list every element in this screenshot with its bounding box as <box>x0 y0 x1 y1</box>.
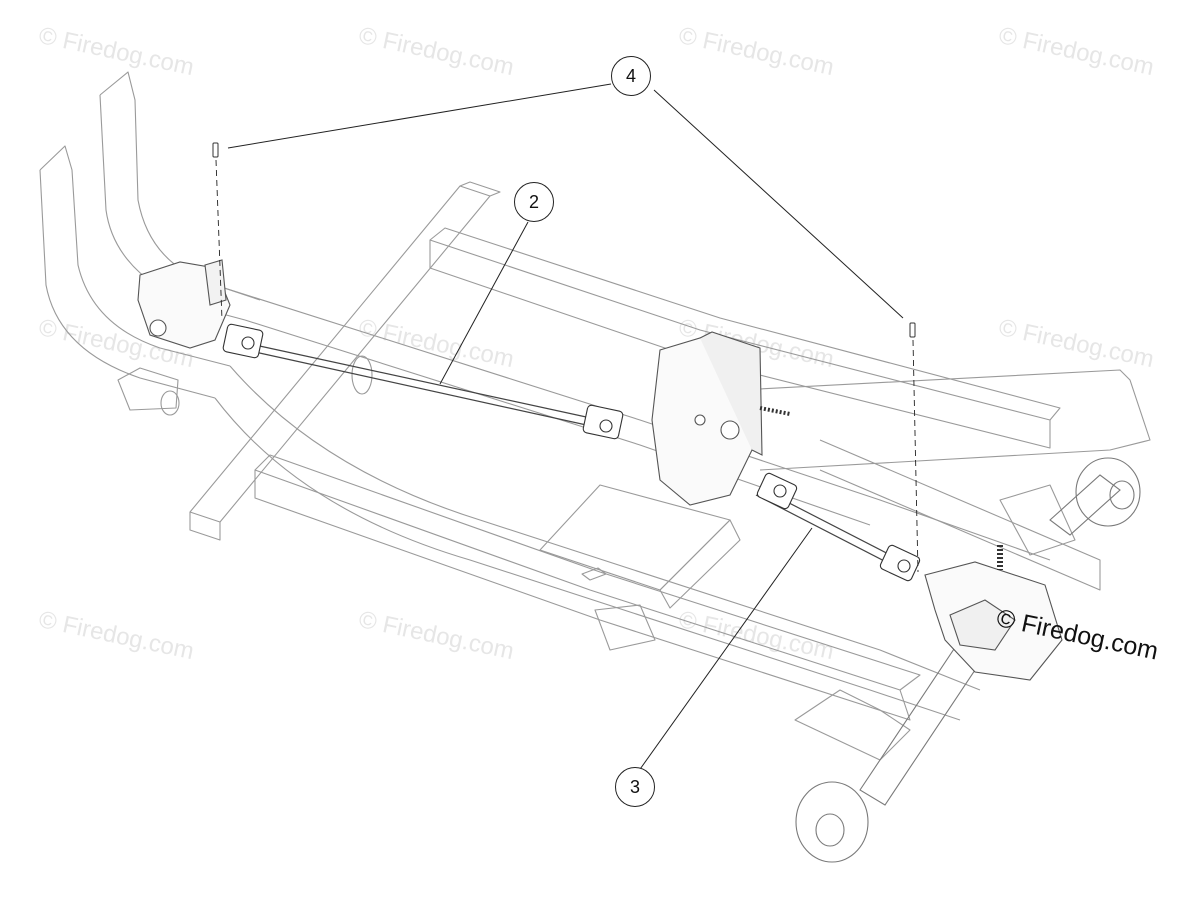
frame-member-lower <box>254 469 911 721</box>
callout-4: 4 <box>611 56 651 96</box>
tube-opening <box>351 355 373 395</box>
bracket-right <box>794 689 911 761</box>
callout-3: 3 <box>615 767 655 807</box>
wheel-hub-rear <box>1075 457 1141 527</box>
bumper-bar-front-inner <box>39 169 216 399</box>
frame-member-upper <box>429 239 1051 449</box>
frame-member-lower-edge <box>254 454 921 691</box>
leader-2 <box>439 221 529 385</box>
mount-bushing <box>160 390 180 416</box>
bracket-left <box>594 604 656 651</box>
bumper-bar-front <box>39 145 231 367</box>
callout-2: 2 <box>514 182 554 222</box>
front-driveshaft-2 <box>254 351 601 429</box>
plate-slot <box>581 567 607 581</box>
mount-block <box>117 367 179 411</box>
frame-rail-upper <box>214 284 1051 561</box>
right-cross-member <box>739 369 1151 471</box>
diff-flange <box>949 599 1016 651</box>
roll-pin-right <box>909 322 916 338</box>
callout-4-label: 4 <box>625 65 636 86</box>
callout-2-label: 2 <box>528 191 539 212</box>
leader-3 <box>637 527 813 773</box>
wheel-hub-rear-inner <box>1109 480 1135 510</box>
roll-pin-left <box>212 142 219 158</box>
frame-member-upper-edge <box>429 227 1061 421</box>
cross-tube-end <box>459 181 501 197</box>
right-rail <box>819 439 1101 591</box>
frame-rail-lower <box>229 365 981 691</box>
wheel-hub-front-inner <box>815 813 845 847</box>
cross-tube-side <box>189 512 221 541</box>
spring <box>759 406 791 416</box>
pin-guide-right <box>912 339 919 573</box>
bracket-upper <box>999 484 1076 556</box>
center-plate-2 <box>659 519 741 609</box>
pin-guide-left <box>215 159 223 321</box>
frame-rail-lower-2 <box>214 397 961 721</box>
rear-axle-tube <box>859 639 986 806</box>
callout-3-label: 3 <box>629 776 640 797</box>
wheel-hub-front <box>795 781 869 863</box>
frame-rail-upper-2 <box>244 319 871 526</box>
leader-4-left <box>227 83 612 149</box>
rear-axle-right <box>1049 474 1121 536</box>
front-driveshaft <box>254 344 601 421</box>
leader-4-right <box>653 89 904 319</box>
